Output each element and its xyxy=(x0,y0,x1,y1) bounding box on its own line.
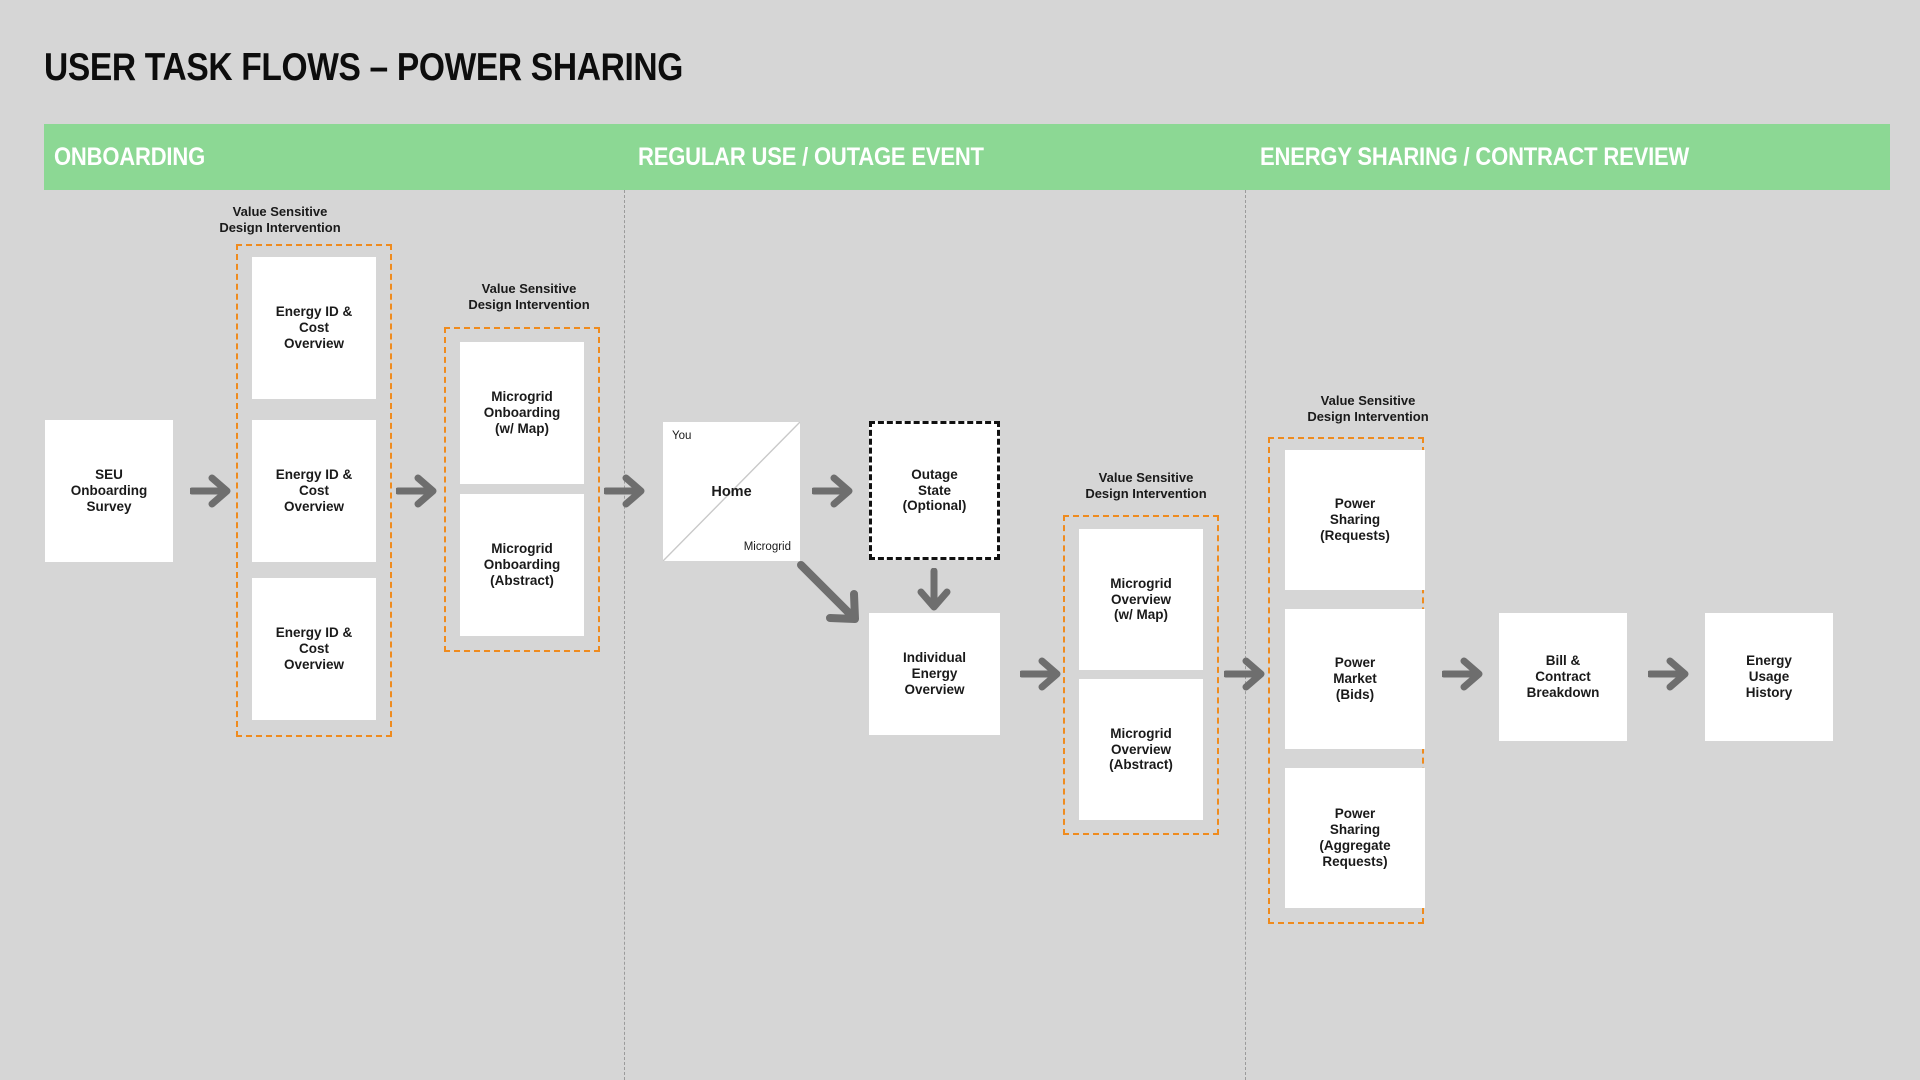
node-microgrid-onboarding-map[interactable]: Microgrid Onboarding (w/ Map) xyxy=(460,342,584,484)
lane-title-regular-use: REGULAR USE / OUTAGE EVENT xyxy=(638,143,984,171)
node-home[interactable]: You Microgrid Home xyxy=(663,422,800,561)
vsd-label-2: Value Sensitive Design Intervention xyxy=(468,281,590,312)
vsd-group-2 xyxy=(444,327,600,652)
node-bill-contract-breakdown[interactable]: Bill & Contract Breakdown xyxy=(1499,613,1627,741)
arrow-right-icon xyxy=(190,474,231,508)
arrow-right-icon xyxy=(1020,657,1061,691)
node-power-sharing-aggregate[interactable]: Power Sharing (Aggregate Requests) xyxy=(1285,768,1425,908)
arrow-right-icon xyxy=(1442,657,1483,691)
node-power-sharing-requests[interactable]: Power Sharing (Requests) xyxy=(1285,450,1425,590)
vsd-label-3: Value Sensitive Design Intervention xyxy=(1085,470,1207,501)
arrow-right-icon xyxy=(812,474,853,508)
lane-title-onboarding: ONBOARDING xyxy=(54,143,206,171)
node-seu-onboarding-survey[interactable]: SEU Onboarding Survey xyxy=(45,420,173,562)
diagonal-divider-icon xyxy=(663,422,800,561)
node-energy-id-2[interactable]: Energy ID & Cost Overview xyxy=(252,420,376,562)
node-energy-id-1[interactable]: Energy ID & Cost Overview xyxy=(252,257,376,399)
arrow-diagonal-down-right-icon xyxy=(797,561,859,623)
node-energy-id-3[interactable]: Energy ID & Cost Overview xyxy=(252,578,376,720)
arrow-right-icon xyxy=(1648,657,1689,691)
lane-divider-2 xyxy=(1245,190,1246,1080)
page-title: USER TASK FLOWS – POWER SHARING xyxy=(44,46,684,89)
home-label-center: Home xyxy=(711,483,752,500)
vsd-label-4: Value Sensitive Design Intervention xyxy=(1307,393,1429,424)
node-energy-usage-history[interactable]: Energy Usage History xyxy=(1705,613,1833,741)
node-power-market-bids[interactable]: Power Market (Bids) xyxy=(1285,609,1425,749)
lane-title-energy-sharing: ENERGY SHARING / CONTRACT REVIEW xyxy=(1260,143,1690,171)
node-individual-energy-overview[interactable]: Individual Energy Overview xyxy=(869,613,1000,735)
arrow-right-icon xyxy=(604,474,645,508)
node-microgrid-overview-abstract[interactable]: Microgrid Overview (Abstract) xyxy=(1079,679,1203,820)
arrow-right-icon xyxy=(396,474,437,508)
vsd-label-1: Value Sensitive Design Intervention xyxy=(219,204,341,235)
node-microgrid-onboarding-abstract[interactable]: Microgrid Onboarding (Abstract) xyxy=(460,494,584,636)
swimlane-header-bar xyxy=(44,124,1890,190)
lane-divider-1 xyxy=(624,190,625,1080)
vsd-group-1 xyxy=(236,244,392,737)
arrow-down-icon xyxy=(917,568,951,611)
arrow-right-icon xyxy=(1224,657,1265,691)
home-label-microgrid: Microgrid xyxy=(743,541,791,553)
node-microgrid-overview-map[interactable]: Microgrid Overview (w/ Map) xyxy=(1079,529,1203,670)
home-label-you: You xyxy=(672,430,692,442)
node-outage-state[interactable]: Outage State (Optional) xyxy=(869,421,1000,560)
vsd-group-3 xyxy=(1063,515,1219,835)
